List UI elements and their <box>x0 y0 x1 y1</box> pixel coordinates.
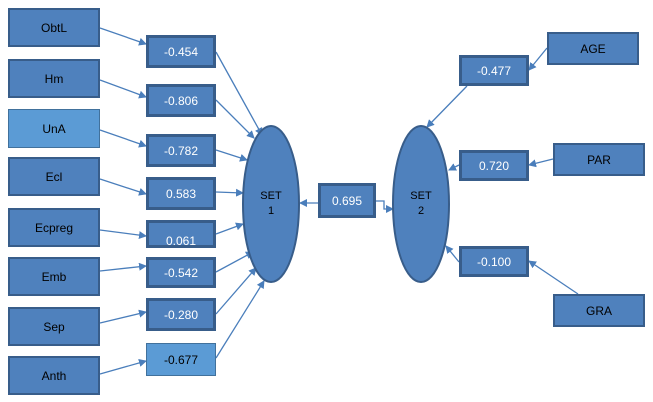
arrow-par-to-coef <box>528 158 554 168</box>
set2-label-line1: SET <box>410 190 432 202</box>
arrow-hm-to-coef <box>99 79 147 99</box>
arrows-layer <box>99 27 579 375</box>
correlation-box: 0.695 <box>318 183 376 218</box>
coef-box-age: -0.477 <box>459 55 529 86</box>
set1-label: SET 1 <box>251 189 291 219</box>
arrow-coef-age-to-set2 <box>426 85 468 128</box>
var-box-hm: Hm <box>8 59 100 98</box>
coef-value: -0.454 <box>163 44 199 59</box>
var-label: GRA <box>585 303 612 318</box>
var-box-ecl: Ecl <box>8 157 100 196</box>
coef-box-una: -0.782 <box>146 134 216 167</box>
arrow-coef-gra-to-set2 <box>445 245 460 263</box>
coef-value: 0.061 <box>165 234 197 248</box>
coef-box-emb: -0.542 <box>146 257 216 288</box>
coef-value: -0.477 <box>476 63 512 78</box>
var-label: AGE <box>580 41 606 56</box>
var-label: UnA <box>42 121 66 136</box>
arrow-coef-hm-to-set1 <box>215 99 255 139</box>
coef-box-hm: -0.806 <box>146 84 216 117</box>
arrow-emb-to-coef <box>99 262 147 272</box>
set2-label: SET 2 <box>401 189 441 219</box>
coef-box-gra: -0.100 <box>459 246 529 277</box>
var-box-ecpreg: Ecpreg <box>8 208 100 247</box>
var-label: Sep <box>43 319 65 334</box>
coef-box-ecpreg: 0.061 <box>146 220 216 248</box>
var-label: Hm <box>44 71 64 86</box>
coef-value: -0.806 <box>163 93 199 108</box>
set1-label-line1: SET <box>260 190 282 202</box>
coef-value: -0.100 <box>476 254 512 269</box>
var-label: Anth <box>41 368 67 383</box>
arrow-coef-ecl-to-set1 <box>215 188 244 197</box>
var-box-una: UnA <box>8 109 100 148</box>
var-box-emb: Emb <box>8 257 100 296</box>
arrow-gra-to-coef <box>528 260 579 295</box>
var-box-obtl: ObtL <box>8 8 100 47</box>
arrow-coef-emb-to-set1 <box>215 251 254 273</box>
var-box-gra: GRA <box>553 294 645 327</box>
var-label: PAR <box>587 152 611 167</box>
arrow-coef-anth-to-set1 <box>215 280 265 359</box>
arrow-coef-ecpreg-to-set1 <box>215 222 244 235</box>
arrow-ecl-to-coef <box>99 178 147 196</box>
arrow-obtl-to-coef <box>99 27 147 46</box>
coef-value: 0.583 <box>165 186 197 201</box>
var-box-sep: Sep <box>8 307 100 346</box>
arrow-una-to-coef <box>99 129 147 148</box>
correlation-value: 0.695 <box>331 193 363 208</box>
arrow-sep-to-coef <box>99 309 147 324</box>
arrow-anth-to-coef <box>99 359 147 375</box>
arrow-age-to-coef <box>528 47 548 71</box>
arrow-correlation-to-set2 <box>376 200 394 213</box>
set1-label-line2: 1 <box>267 205 275 217</box>
var-label: Ecl <box>45 169 63 184</box>
coef-box-ecl: 0.583 <box>146 177 216 210</box>
coef-value: -0.542 <box>163 265 199 280</box>
var-label: Emb <box>41 269 67 284</box>
set2-ellipse <box>392 125 450 283</box>
var-label: Ecpreg <box>34 220 74 235</box>
var-box-age: AGE <box>547 32 639 65</box>
var-box-anth: Anth <box>8 356 100 395</box>
coef-box-obtl: -0.454 <box>146 35 216 68</box>
set1-ellipse <box>242 125 300 283</box>
arrow-coef-sep-to-set1 <box>215 267 257 315</box>
var-box-par: PAR <box>553 143 645 176</box>
coef-value: -0.280 <box>163 307 199 322</box>
coef-box-par: 0.720 <box>459 150 529 181</box>
coef-box-sep: -0.280 <box>146 298 216 331</box>
coef-value: -0.677 <box>163 352 199 367</box>
arrow-ecpreg-to-coef <box>99 229 147 240</box>
coef-value: -0.782 <box>163 143 199 158</box>
arrow-coef-obtl-to-set1 <box>215 51 263 136</box>
coef-box-anth: -0.677 <box>146 343 216 376</box>
var-label: ObtL <box>40 20 67 35</box>
coef-value: 0.720 <box>478 158 510 173</box>
arrow-coef-par-to-set2 <box>448 163 460 171</box>
set2-label-line2: 2 <box>417 205 425 217</box>
arrow-coef-una-to-set1 <box>215 149 248 162</box>
